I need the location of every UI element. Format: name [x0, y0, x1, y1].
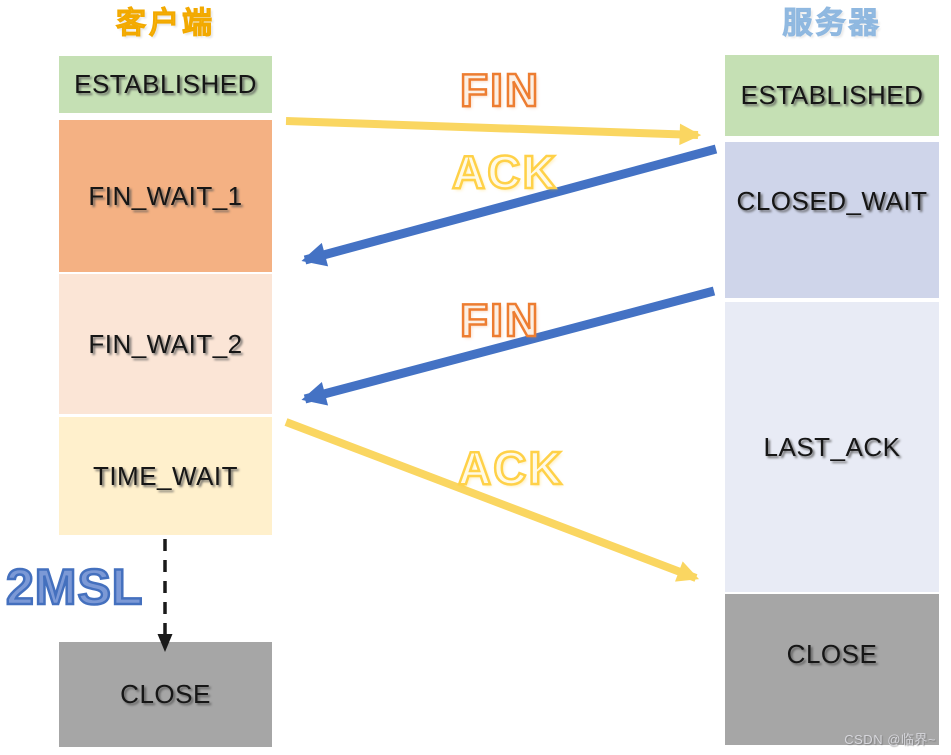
state-label: FIN_WAIT_2	[88, 328, 243, 359]
client-state-close: CLOSE	[59, 642, 272, 747]
client-column-header: 客户端	[116, 7, 215, 40]
server-state-last-ack: LAST_ACK	[725, 302, 939, 592]
client-state-fin-wait-2: FIN_WAIT_2	[59, 274, 272, 414]
msl-duration-label: 2MSL	[5, 559, 144, 615]
ack-message-label-1: ACK	[451, 146, 558, 198]
state-label: CLOSE	[786, 639, 878, 669]
state-label: ESTABLISHED	[74, 69, 257, 99]
server-state-established: ESTABLISHED	[725, 55, 939, 136]
fin-message-label-2: FIN	[459, 294, 541, 346]
fin-arrow-client-to-server	[285, 117, 702, 146]
client-state-fin-wait-1: FIN_WAIT_1	[59, 120, 272, 272]
watermark: CSDN @临界~	[844, 732, 936, 747]
client-state-established: ESTABLISHED	[59, 56, 272, 113]
state-label: ESTABLISHED	[740, 80, 924, 110]
fin-message-label-1: FIN	[459, 64, 541, 116]
server-state-closed-wait: CLOSED_WAIT	[725, 142, 939, 298]
state-label: CLOSE	[120, 679, 211, 709]
state-label: TIME_WAIT	[92, 460, 239, 491]
state-label: LAST_ACK	[763, 431, 901, 462]
server-state-close: CLOSE	[725, 594, 939, 745]
msl-dashed-arrow	[157, 539, 173, 652]
server-column-header: 服务器	[782, 7, 882, 40]
state-label: CLOSED_WAIT	[736, 186, 928, 216]
ack-message-label-2: ACK	[457, 442, 564, 494]
state-label: FIN_WAIT_1	[88, 180, 243, 211]
client-state-time-wait: TIME_WAIT	[59, 417, 272, 535]
